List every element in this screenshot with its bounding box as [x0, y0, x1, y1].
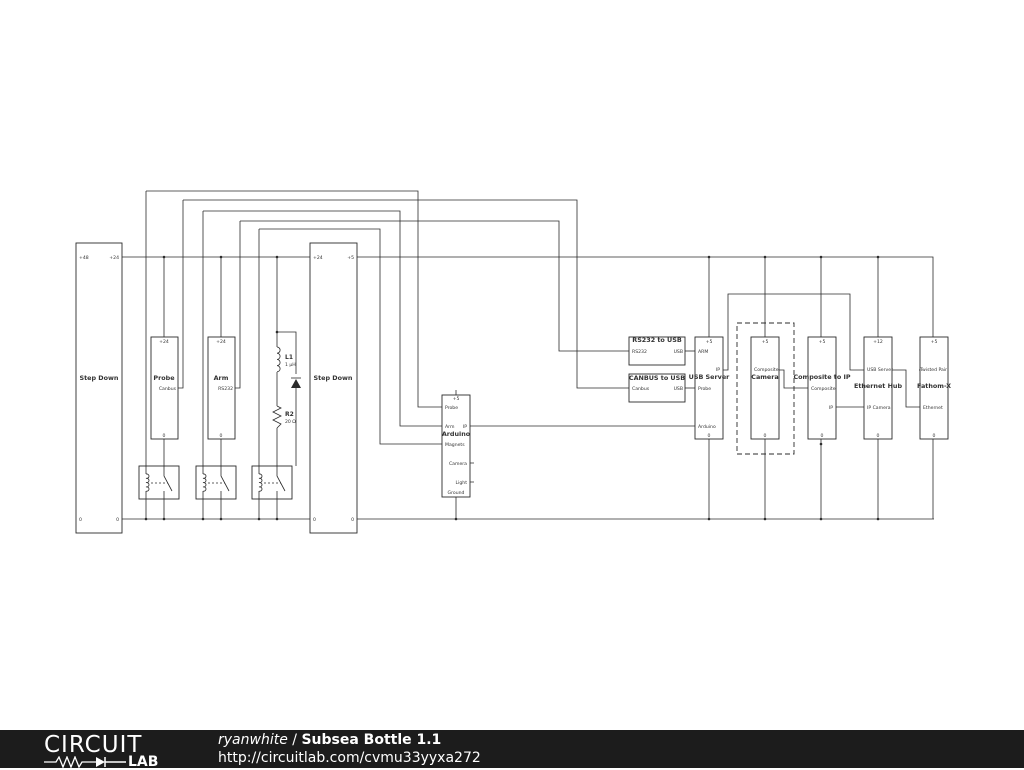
- svg-text:+24: +24: [159, 339, 169, 345]
- svg-text:CANBUS to USB: CANBUS to USB: [629, 374, 685, 382]
- svg-text:Twisted Pair: Twisted Pair: [919, 367, 947, 373]
- svg-text:+48: +48: [79, 255, 89, 261]
- svg-text:Magnets: Magnets: [445, 442, 465, 448]
- relay-3: [251, 465, 293, 500]
- svg-text:Probe: Probe: [698, 386, 711, 392]
- svg-text:+24: +24: [216, 339, 226, 345]
- logo-wordmark-bottom: LAB: [128, 754, 159, 770]
- svg-text:USB: USB: [674, 386, 683, 392]
- svg-text:Ethernet Hub: Ethernet Hub: [854, 382, 903, 390]
- canbus-to-usb-block: CANBUS to USB Canbus USB: [628, 373, 686, 403]
- svg-text:IP: IP: [716, 367, 720, 373]
- resistor-diode-icon: [44, 756, 126, 768]
- svg-text:+24: +24: [109, 255, 119, 261]
- svg-text:0: 0: [116, 517, 119, 523]
- svg-text:Composite: Composite: [754, 367, 779, 373]
- svg-text:Probe: Probe: [445, 405, 458, 411]
- svg-text:IP: IP: [829, 405, 833, 411]
- svg-text:L1: L1: [285, 354, 293, 361]
- arm-block: +24 Arm RS232 0: [207, 336, 236, 440]
- project-title: ryanwhite / Subsea Bottle 1.1: [218, 731, 441, 749]
- arduino-block: +5 Probe Arm IP Arduino Magnets Camera L…: [441, 390, 474, 498]
- svg-text:Ethernet: Ethernet: [923, 405, 943, 411]
- svg-text:0: 0: [313, 517, 316, 523]
- svg-text:Composite to IP: Composite to IP: [793, 373, 850, 381]
- fathom-x-block: +5 Twisted Pair Fathom-X Ethernet 0: [917, 336, 951, 440]
- circuitlab-logo[interactable]: CIRCUIT LAB: [44, 732, 176, 770]
- svg-text:0: 0: [79, 517, 82, 523]
- project-url[interactable]: http://circuitlab.com/cvmu33yyxa272: [218, 750, 481, 766]
- svg-text:Arduino: Arduino: [698, 424, 716, 430]
- svg-text:Composite: Composite: [811, 386, 836, 392]
- svg-text:0: 0: [351, 517, 354, 523]
- svg-text:+5: +5: [819, 339, 826, 345]
- svg-text:RS232: RS232: [218, 386, 233, 392]
- svg-text:IP Camera: IP Camera: [867, 405, 891, 411]
- composite-to-ip-block: +5 Composite to IP Composite IP 0: [793, 336, 851, 440]
- step-down-block-2: +24 +5 Step Down 0 0: [309, 242, 358, 534]
- camera-block: +5 Composite Camera 0: [736, 322, 795, 455]
- svg-text:IP: IP: [463, 424, 467, 430]
- svg-text:USB Server: USB Server: [689, 373, 730, 381]
- svg-text:0: 0: [220, 433, 223, 439]
- relay-2: [195, 465, 237, 500]
- svg-text:0: 0: [877, 433, 880, 439]
- ethernet-hub-block: +12 USB Server Ethernet Hub IP Camera 0: [854, 336, 903, 440]
- logo-wordmark-top: CIRCUIT: [44, 732, 143, 758]
- svg-text:20 Ω: 20 Ω: [285, 419, 296, 425]
- schematic-canvas: +48 +24 Step Down 0 0 +24 Probe Canbus 0…: [75, 190, 951, 534]
- resistor-r2: R2 20 Ω: [272, 405, 296, 429]
- step-down-block-1: +48 +24 Step Down 0 0: [75, 242, 123, 534]
- svg-text:ARM: ARM: [698, 349, 708, 355]
- svg-text:+12: +12: [873, 339, 883, 345]
- svg-text:Light: Light: [456, 480, 468, 486]
- svg-text:+5: +5: [347, 255, 354, 261]
- svg-text:0: 0: [821, 433, 824, 439]
- svg-text:+5: +5: [453, 396, 460, 402]
- svg-text:0: 0: [163, 433, 166, 439]
- svg-text:USB: USB: [674, 349, 683, 355]
- svg-text:Canbus: Canbus: [632, 386, 650, 392]
- svg-text:Probe: Probe: [153, 374, 175, 382]
- diode: [291, 377, 301, 388]
- probe-block: +24 Probe Canbus 0: [150, 336, 179, 440]
- svg-text:Step Down: Step Down: [80, 374, 119, 382]
- svg-text:+5: +5: [931, 339, 938, 345]
- svg-text:Arduino: Arduino: [442, 430, 471, 438]
- svg-text:+5: +5: [762, 339, 769, 345]
- title-separator: /: [287, 732, 302, 748]
- project-name[interactable]: Subsea Bottle 1.1: [301, 732, 442, 748]
- svg-text:RS232 to USB: RS232 to USB: [632, 336, 682, 344]
- rs232-to-usb-block: RS232 to USB RS232 USB: [628, 336, 686, 366]
- svg-text:1 µH: 1 µH: [285, 362, 296, 368]
- junction-dots: [144, 255, 880, 521]
- relay-1: [138, 465, 180, 500]
- wires: [76, 190, 934, 520]
- svg-text:Step Down: Step Down: [314, 374, 353, 382]
- svg-text:0: 0: [764, 433, 767, 439]
- svg-text:R2: R2: [285, 411, 294, 418]
- svg-text:RS232: RS232: [632, 349, 647, 355]
- svg-text:Canbus: Canbus: [159, 386, 177, 392]
- svg-text:+5: +5: [706, 339, 713, 345]
- author-link[interactable]: ryanwhite: [218, 732, 288, 748]
- svg-text:Camera: Camera: [751, 373, 778, 381]
- svg-text:Arm: Arm: [445, 424, 455, 430]
- footer-bar: CIRCUIT LAB ryanwhite / Subsea Bottle 1.…: [0, 730, 1024, 770]
- svg-text:0: 0: [708, 433, 711, 439]
- svg-text:USB Server: USB Server: [867, 367, 893, 373]
- usb-server-block: +5 ARM IP USB Server Probe Arduino 0: [689, 336, 730, 440]
- svg-text:Camera: Camera: [449, 461, 467, 467]
- svg-text:Fathom-X: Fathom-X: [917, 382, 951, 390]
- svg-text:0: 0: [933, 433, 936, 439]
- svg-text:Arm: Arm: [214, 374, 229, 382]
- svg-text:Ground: Ground: [448, 490, 465, 496]
- inductor-l1: L1 1 µH: [276, 346, 296, 373]
- svg-text:+24: +24: [313, 255, 323, 261]
